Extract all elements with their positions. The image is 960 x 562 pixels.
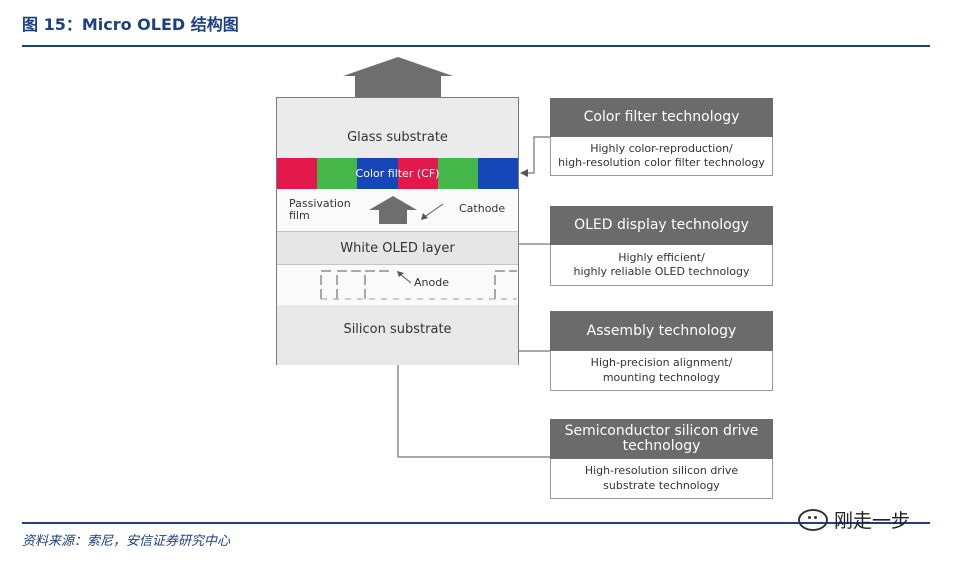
anode-electrodes xyxy=(320,270,517,300)
cf-red-segment xyxy=(397,158,438,189)
color-filter-tech-desc: Highly color-reproduction/ high-resoluti… xyxy=(550,137,773,176)
wechat-icon xyxy=(798,508,828,531)
color-filter-tech-box: Color filter technology Highly color-rep… xyxy=(550,98,773,176)
silicon-drive-tech-desc: High-resolution silicon drive substrate … xyxy=(550,459,773,499)
cf-green-segment xyxy=(317,158,358,189)
source-note: 资料来源：索尼，安信证券研究中心 xyxy=(22,534,231,549)
cathode-pointer xyxy=(421,203,444,220)
color-filter-layer xyxy=(276,158,519,189)
silicon-substrate-layer: Silicon substrate xyxy=(277,305,518,365)
white-oled-label: White OLED layer xyxy=(340,240,455,256)
color-filter-label: Color filter (CF) xyxy=(355,167,440,180)
bottom-rule xyxy=(22,522,930,524)
assembly-tech-title: Assembly technology xyxy=(550,311,773,351)
glass-substrate-layer: Glass substrate xyxy=(277,98,518,158)
oled-display-tech-title: OLED display technology xyxy=(550,206,773,245)
connector-cf xyxy=(520,136,550,177)
assembly-tech-desc: High-precision alignment/ mounting techn… xyxy=(550,351,773,391)
passivation-label: Passivation film xyxy=(289,197,351,223)
watermark: 刚走一步 xyxy=(798,506,910,533)
layer-stack: Glass substrate Color filter (CF) Passiv… xyxy=(276,97,519,365)
inner-up-arrow-icon xyxy=(369,196,417,224)
cathode-label: Cathode xyxy=(459,202,506,215)
cf-blue-segment xyxy=(357,158,398,189)
top-rule xyxy=(22,45,930,47)
oled-display-tech-box: OLED display technology Highly efficient… xyxy=(550,206,773,286)
white-oled-layer: White OLED layer xyxy=(277,231,518,265)
assembly-tech-box: Assembly technology High-precision align… xyxy=(550,311,773,391)
glass-substrate-label: Glass substrate xyxy=(347,129,448,145)
cf-blue-segment xyxy=(477,158,519,189)
top-arrow-icon xyxy=(343,57,453,97)
anode-label: Anode xyxy=(414,276,449,289)
oled-display-tech-desc: Highly efficient/ highly reliable OLED t… xyxy=(550,245,773,286)
figure-title: 图 15：Micro OLED 结构图 xyxy=(22,15,239,34)
connector-silicon xyxy=(394,355,550,458)
cf-green-segment xyxy=(437,158,478,189)
color-filter-tech-title: Color filter technology xyxy=(550,98,773,137)
silicon-drive-tech-title: Semiconductor silicon drive technology xyxy=(550,419,773,459)
cf-red-segment xyxy=(276,158,318,189)
watermark-text: 刚走一步 xyxy=(834,510,911,532)
silicon-drive-tech-box: Semiconductor silicon drive technology H… xyxy=(550,419,773,499)
silicon-substrate-label: Silicon substrate xyxy=(343,321,452,337)
